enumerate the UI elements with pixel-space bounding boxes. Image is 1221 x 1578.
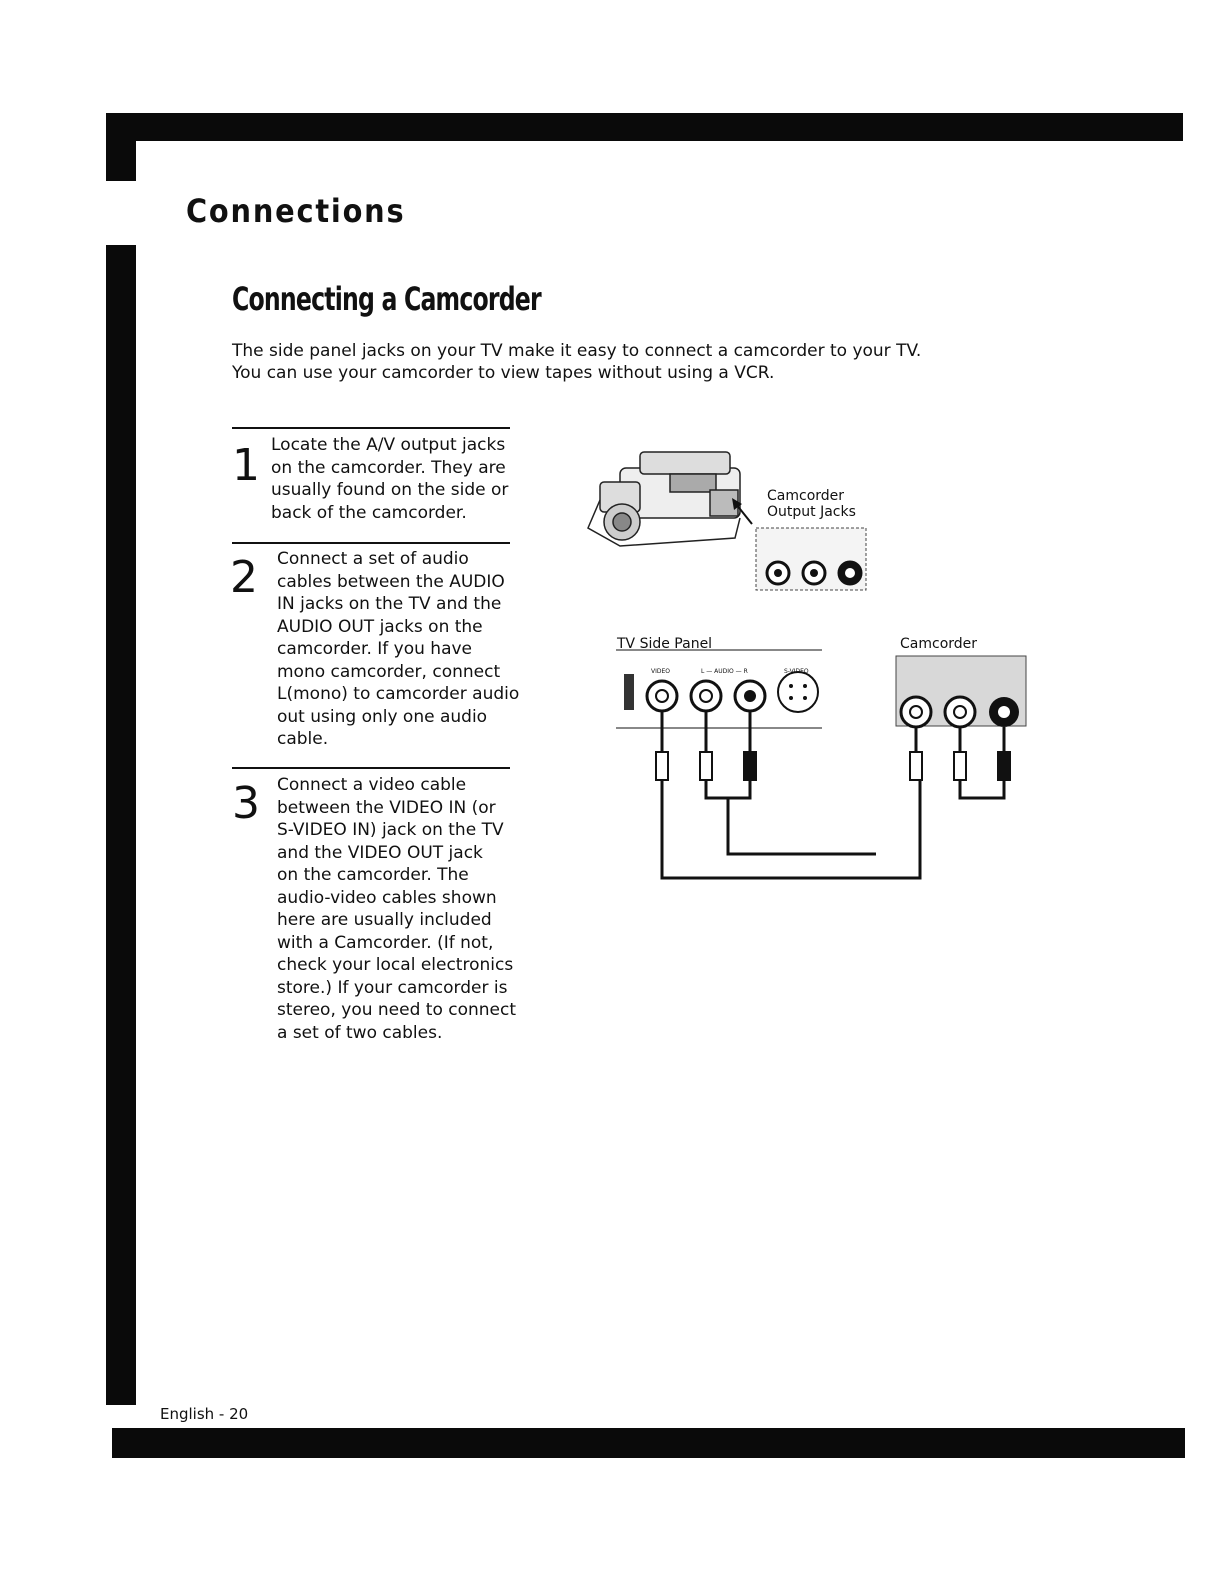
step-divider: [232, 767, 510, 769]
tv-side-panel: [616, 649, 822, 729]
camcorder-label: Camcorder: [900, 636, 978, 652]
step-line: audio-video cables shown: [277, 887, 497, 908]
connection-diagram: [587, 451, 1027, 880]
step-line: stereo, you need to connect: [277, 1000, 517, 1020]
av-cables: [655, 711, 1011, 880]
step-number: 2: [230, 552, 258, 603]
step-line: out using only one audio: [277, 706, 488, 727]
step-line: Connect a set of audio: [277, 549, 469, 569]
step-number: 1: [232, 440, 260, 491]
step-line: back of the camcorder.: [271, 502, 467, 523]
page-title: Connecting a Camcorder: [232, 280, 542, 318]
step-line: with a Camcorder. (If not,: [277, 932, 494, 953]
intro-text: The side panel jacks on your TV make it …: [232, 340, 952, 384]
header-tab: [106, 113, 136, 181]
step-line: mono camcorder, connect: [277, 661, 501, 682]
step-line: store.) If your camcorder is: [277, 977, 508, 998]
header-bar: [106, 113, 1183, 141]
camcorder-jack-panel: [895, 655, 1027, 729]
step-line: Locate the A/V output jacks: [271, 435, 506, 455]
step-line: Connect a video cable: [277, 775, 467, 795]
step-line: on the camcorder. The: [277, 865, 469, 885]
jack-label-audio: L — AUDIO — R: [701, 668, 748, 675]
intro-line: The side panel jacks on your TV make it …: [232, 341, 922, 361]
arrow-head: [732, 498, 742, 510]
camcorder-output-jacks: [755, 527, 867, 591]
step-2-text: Connect a set of audio cables between th…: [277, 548, 522, 751]
camcorder-jacks-label: Camcorder Output Jacks: [767, 488, 856, 520]
step-line: S-VIDEO IN) jack on the TV: [277, 820, 504, 840]
step-line: L(mono) to camcorder audio: [277, 684, 520, 704]
side-bar: [106, 245, 136, 1405]
step-line: between the VIDEO IN (or: [277, 797, 496, 818]
camcorder-illustration: [587, 451, 741, 547]
step-line: AUDIO OUT jacks on the: [277, 616, 483, 637]
tv-side-panel-label: TV Side Panel: [617, 636, 713, 652]
step-line: here are usually included: [277, 910, 492, 930]
page-number: English - 20: [160, 1405, 249, 1423]
section-title: Connections: [186, 192, 406, 230]
step-line: camcorder. If you have: [277, 639, 473, 659]
step-line: and the VIDEO OUT jack: [277, 842, 483, 863]
footer-bar: [112, 1428, 1185, 1458]
step-number: 3: [232, 778, 260, 829]
step-line: cable.: [277, 729, 329, 749]
step-1-text: Locate the A/V output jacks on the camco…: [271, 434, 516, 524]
step-line: cables between the AUDIO: [277, 571, 505, 592]
pointer-arrow: [735, 503, 753, 525]
step-divider: [232, 427, 510, 429]
label-line: Output Jacks: [767, 504, 856, 520]
step-line: check your local electronics: [277, 955, 514, 975]
step-line: IN jacks on the TV and the: [277, 594, 502, 614]
step-line: on the camcorder. They are: [271, 457, 506, 478]
jack-label-video: VIDEO: [651, 668, 671, 675]
step-divider: [232, 542, 510, 544]
step-3-text: Connect a video cable between the VIDEO …: [277, 774, 522, 1044]
step-line: usually found on the side or: [271, 480, 509, 500]
label-line: Camcorder: [767, 488, 845, 504]
jack-label-svideo: S-VIDEO: [784, 668, 809, 675]
step-line: a set of two cables.: [277, 1022, 443, 1043]
intro-line: You can use your camcorder to view tapes…: [232, 363, 775, 383]
